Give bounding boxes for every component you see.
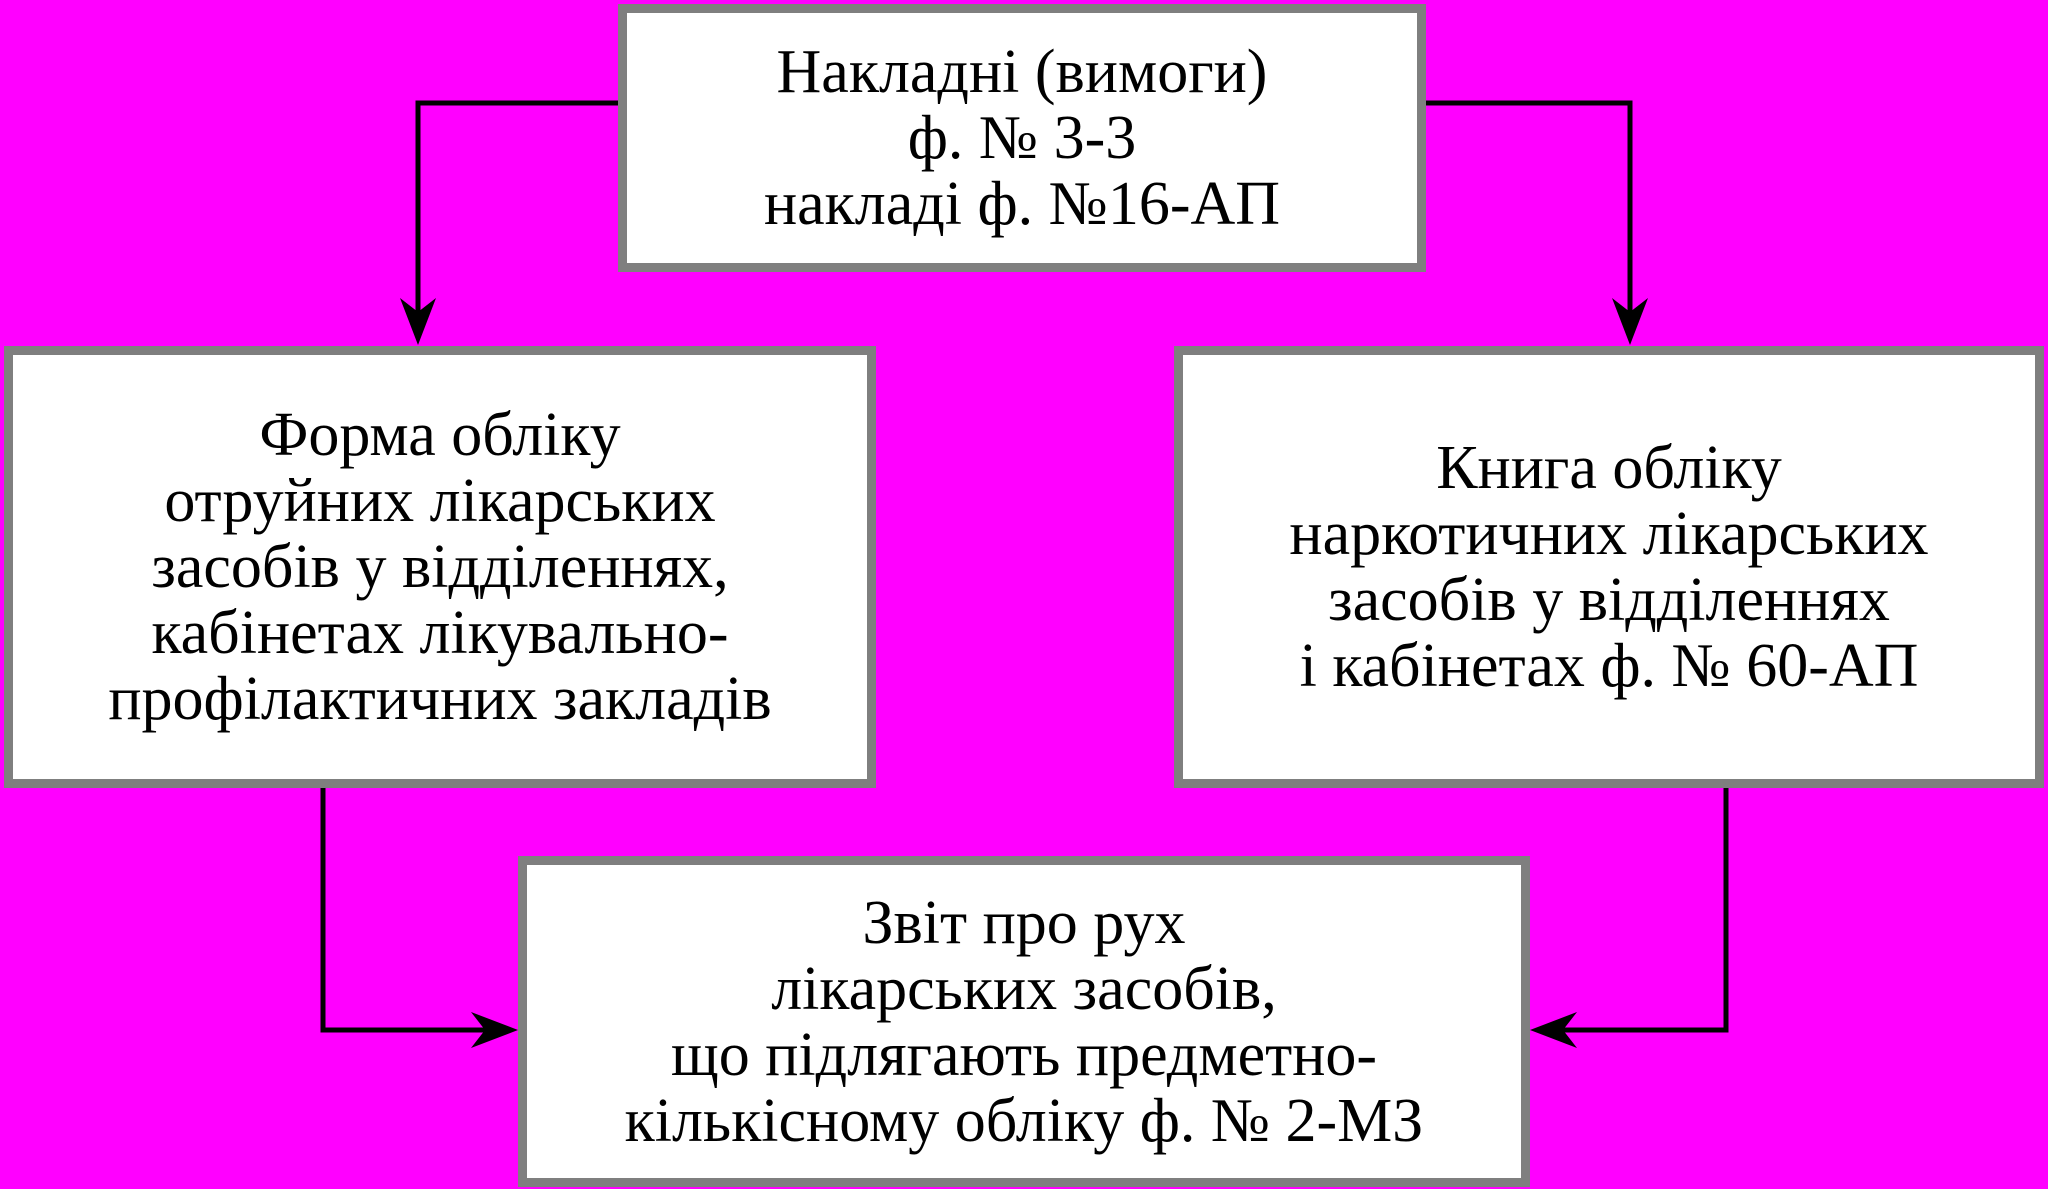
arrowhead-top-to-left (400, 298, 436, 345)
box-movement-report-line: Звіт про рух (862, 888, 1186, 957)
box-movement-report-line: кількісному обліку ф. № 2-МЗ (624, 1086, 1424, 1155)
box-narcotics-ledger-line: засобів у відділеннях (1328, 566, 1890, 634)
box-movement-report-line: що підлягають предметно- (670, 1020, 1378, 1089)
connector-left-to-bottom (320, 788, 505, 1033)
connector-top-to-left (415, 100, 618, 330)
box-invoices-line: ф. № 3-3 (907, 104, 1137, 172)
arrowhead-top-to-right (1612, 298, 1648, 345)
box-narcotics-ledger-line: і кабінетах ф. № 60-АП (1299, 632, 1919, 700)
connector-right-to-bottom (1543, 788, 1729, 1033)
box-poison-accounting-form: Форма обліку отруйних лікарських засобів… (4, 346, 876, 788)
arrowhead-right-to-bottom (1530, 1012, 1577, 1048)
box-movement-report-text: Звіт про рух лікарських засобів, що підл… (625, 890, 1424, 1154)
box-movement-report-line: лікарських засобів, (771, 954, 1277, 1023)
box-narcotics-ledger-line: Книга обліку (1436, 434, 1782, 502)
box-invoices: Накладні (вимоги) ф. № 3-3 накладі ф. №1… (618, 4, 1426, 272)
box-poison-accounting-form-line: кабінетах лікувально- (151, 599, 729, 667)
box-narcotics-ledger: Книга обліку наркотичних лікарських засо… (1174, 346, 2044, 788)
box-poison-accounting-form-line: Форма обліку (259, 401, 621, 469)
box-invoices-line: накладі ф. №16-АП (763, 170, 1281, 238)
arrowhead-left-to-bottom (471, 1012, 518, 1048)
box-narcotics-ledger-line: наркотичних лікарських (1289, 500, 1929, 568)
box-poison-accounting-form-line: отруйних лікарських (164, 467, 716, 535)
box-poison-accounting-form-text: Форма обліку отруйних лікарських засобів… (108, 402, 771, 732)
box-narcotics-ledger-text: Книга обліку наркотичних лікарських засо… (1289, 435, 1928, 699)
box-movement-report: Звіт про рух лікарських засобів, що підл… (518, 856, 1530, 1187)
connector-top-to-right (1426, 100, 1633, 330)
box-poison-accounting-form-line: профілактичних закладів (108, 665, 772, 733)
box-invoices-text: Накладні (вимоги) ф. № 3-3 накладі ф. №1… (764, 39, 1280, 237)
box-poison-accounting-form-line: засобів у відділеннях, (151, 533, 729, 601)
box-invoices-line: Накладні (вимоги) (776, 38, 1268, 106)
